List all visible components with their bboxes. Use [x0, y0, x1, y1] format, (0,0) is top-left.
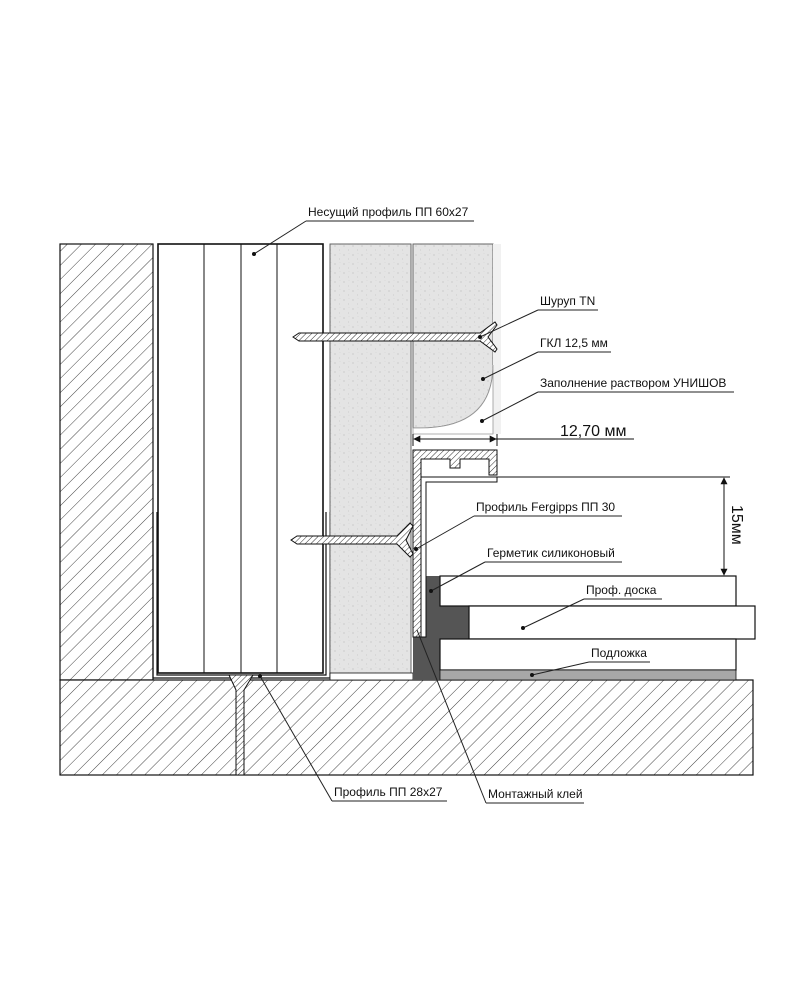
callout-board: Проф. доска [521, 583, 662, 630]
dimension-height: 15мм [497, 476, 745, 577]
label-screw: Шуруп TN [540, 294, 595, 308]
gkl-board-inner [329, 243, 412, 679]
screw-upper [292, 321, 498, 353]
base-gap [329, 672, 414, 681]
dimension-width: 12,70 мм [412, 423, 634, 446]
label-board: Проф. доска [586, 583, 657, 597]
bearing-profile [157, 243, 324, 674]
label-glue: Монтажный клей [488, 787, 583, 801]
callout-profile-28: Профиль ПП 28х27 [258, 674, 447, 802]
label-fergipps: Профиль Fergipps ПП 30 [476, 500, 615, 514]
screw-floor [228, 674, 254, 776]
left-wall [59, 243, 154, 681]
dimension-height-label: 15мм [728, 505, 745, 545]
callout-underlay: Подложка [530, 646, 650, 677]
callout-filling: Заполнение раствором УНИШОВ [480, 376, 734, 423]
gkl-edge [493, 244, 501, 434]
callout-fergipps: Профиль Fergipps ПП 30 [414, 500, 622, 551]
callout-bearing-profile: Несущий профиль ПП 60х27 [252, 205, 474, 256]
dimension-width-label: 12,70 мм [560, 423, 626, 440]
label-filling: Заполнение раствором УНИШОВ [540, 376, 726, 390]
floor-slab [59, 679, 754, 776]
label-gkl: ГКЛ 12,5 мм [540, 336, 608, 350]
callout-glue: Монтажный клей [416, 629, 584, 804]
screw-lower [290, 522, 414, 558]
joint-filling [412, 364, 494, 435]
callout-screw: Шуруп TN [478, 294, 598, 339]
underlay [439, 669, 737, 681]
callout-sealant: Герметик силиконовый [429, 546, 622, 593]
callout-gkl: ГКЛ 12,5 мм [481, 336, 611, 381]
label-bearing-profile: Несущий профиль ПП 60х27 [308, 205, 469, 219]
label-sealant: Герметик силиконовый [487, 546, 615, 560]
label-underlay: Подложка [591, 646, 647, 660]
label-profile-28: Профиль ПП 28х27 [334, 785, 443, 799]
